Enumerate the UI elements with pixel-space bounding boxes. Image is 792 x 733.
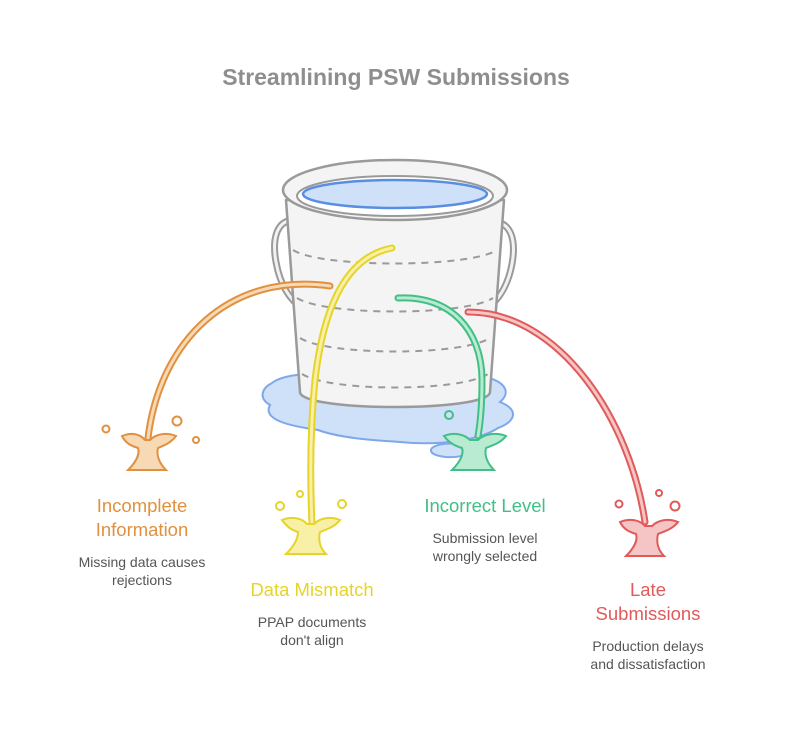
incomplete-information-label-line1: Incomplete bbox=[96, 495, 188, 516]
bucket-body bbox=[284, 198, 506, 409]
splash-red bbox=[618, 518, 680, 557]
diagram-title: Streamlining PSW Submissions bbox=[222, 64, 570, 90]
late-submissions-desc-line1: Production delays bbox=[592, 638, 704, 654]
splash-yellow bbox=[280, 516, 342, 555]
data-mismatch-desc-line1: PPAP documents bbox=[257, 614, 367, 630]
incorrect-level-description: Submission level wrongly selected bbox=[395, 529, 575, 565]
water-surface bbox=[301, 178, 489, 210]
incorrect-level-desc-line1: Submission level bbox=[432, 530, 538, 546]
data-mismatch-label-line1: Data Mismatch bbox=[250, 579, 374, 600]
incomplete-information-description: Missing data causes rejections bbox=[62, 553, 222, 589]
late-submissions-label-line2: Submissions bbox=[595, 603, 701, 624]
incomplete-information-label-line2: Information bbox=[95, 519, 189, 540]
incorrect-level-label-line1: Incorrect Level bbox=[424, 495, 546, 516]
data-mismatch-description: PPAP documents don't align bbox=[222, 613, 402, 649]
late-submissions-label: Late Submissions bbox=[558, 578, 738, 626]
incomplete-information-desc-line2: rejections bbox=[112, 572, 172, 588]
late-submissions-description: Production delays and dissatisfaction bbox=[558, 637, 738, 673]
late-submissions-label-line1: Late bbox=[629, 579, 666, 600]
data-mismatch-desc-line2: don't align bbox=[280, 632, 344, 648]
splash-orange bbox=[120, 432, 178, 471]
splash-green bbox=[442, 432, 508, 471]
late-submissions-desc-line2: and dissatisfaction bbox=[590, 656, 706, 672]
incomplete-information-label: Incomplete Information bbox=[62, 494, 222, 542]
data-mismatch-label: Data Mismatch bbox=[222, 578, 402, 602]
incorrect-level-desc-line2: wrongly selected bbox=[432, 548, 538, 564]
incomplete-information-desc-line1: Missing data causes bbox=[78, 554, 206, 570]
incorrect-level-label: Incorrect Level bbox=[395, 494, 575, 518]
